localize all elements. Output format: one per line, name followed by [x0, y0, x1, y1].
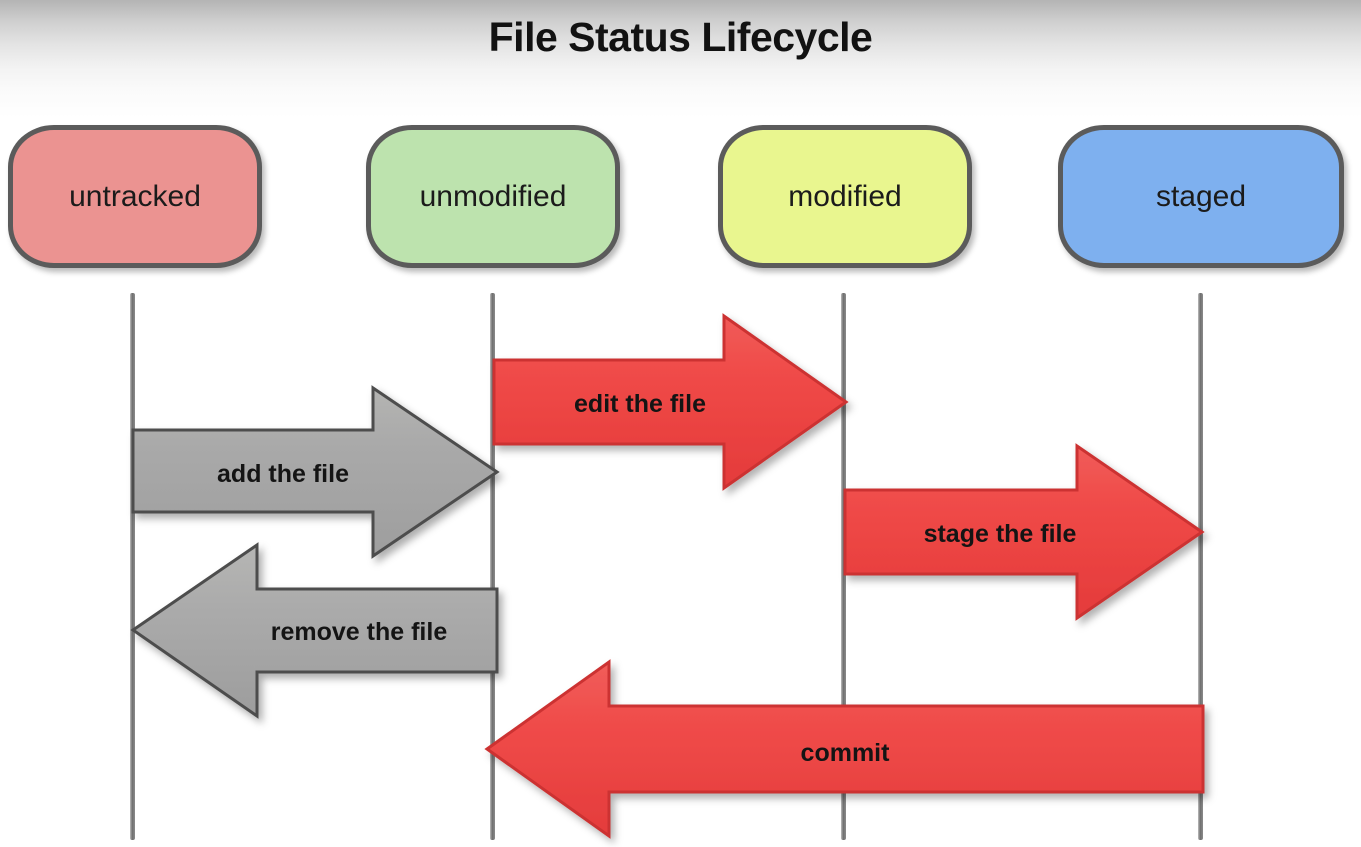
- state-box-untracked[interactable]: untracked: [8, 125, 262, 268]
- add-the-file-label: add the file: [217, 460, 349, 488]
- transition-add-the-file[interactable]: add the file: [131, 385, 500, 559]
- stage-the-file-label: stage the file: [923, 520, 1077, 548]
- transition-stage-the-file[interactable]: stage the file: [843, 443, 1205, 621]
- lifeline-staged: [1198, 293, 1203, 840]
- lifeline-unmodified: [490, 293, 495, 840]
- state-label-untracked: untracked: [69, 179, 201, 213]
- remove-the-file-label: remove the file: [270, 618, 448, 646]
- transition-remove-the-file[interactable]: remove the file: [130, 542, 499, 719]
- commit-label: commit: [800, 739, 890, 767]
- state-label-unmodified: unmodified: [419, 179, 567, 213]
- remove-the-file-arrow-shape: [130, 542, 499, 719]
- commit-arrow-shape: [484, 659, 1205, 839]
- transition-commit[interactable]: commit: [484, 659, 1205, 839]
- state-box-staged[interactable]: staged: [1058, 125, 1344, 268]
- edit-the-file-arrow-shape: [492, 313, 849, 491]
- add-the-file-arrow-shape: [131, 385, 500, 559]
- page-title: File Status Lifecycle: [488, 14, 873, 60]
- stage-the-file-arrow-shape: [843, 443, 1205, 621]
- state-label-modified: modified: [788, 179, 902, 213]
- transition-edit-the-file[interactable]: edit the file: [492, 313, 849, 491]
- edit-the-file-label: edit the file: [574, 390, 706, 418]
- state-label-staged: staged: [1155, 179, 1247, 213]
- state-box-modified[interactable]: modified: [718, 125, 972, 268]
- background-gradient: [0, 0, 1361, 118]
- state-box-unmodified[interactable]: unmodified: [366, 125, 620, 268]
- lifeline-untracked: [130, 293, 135, 840]
